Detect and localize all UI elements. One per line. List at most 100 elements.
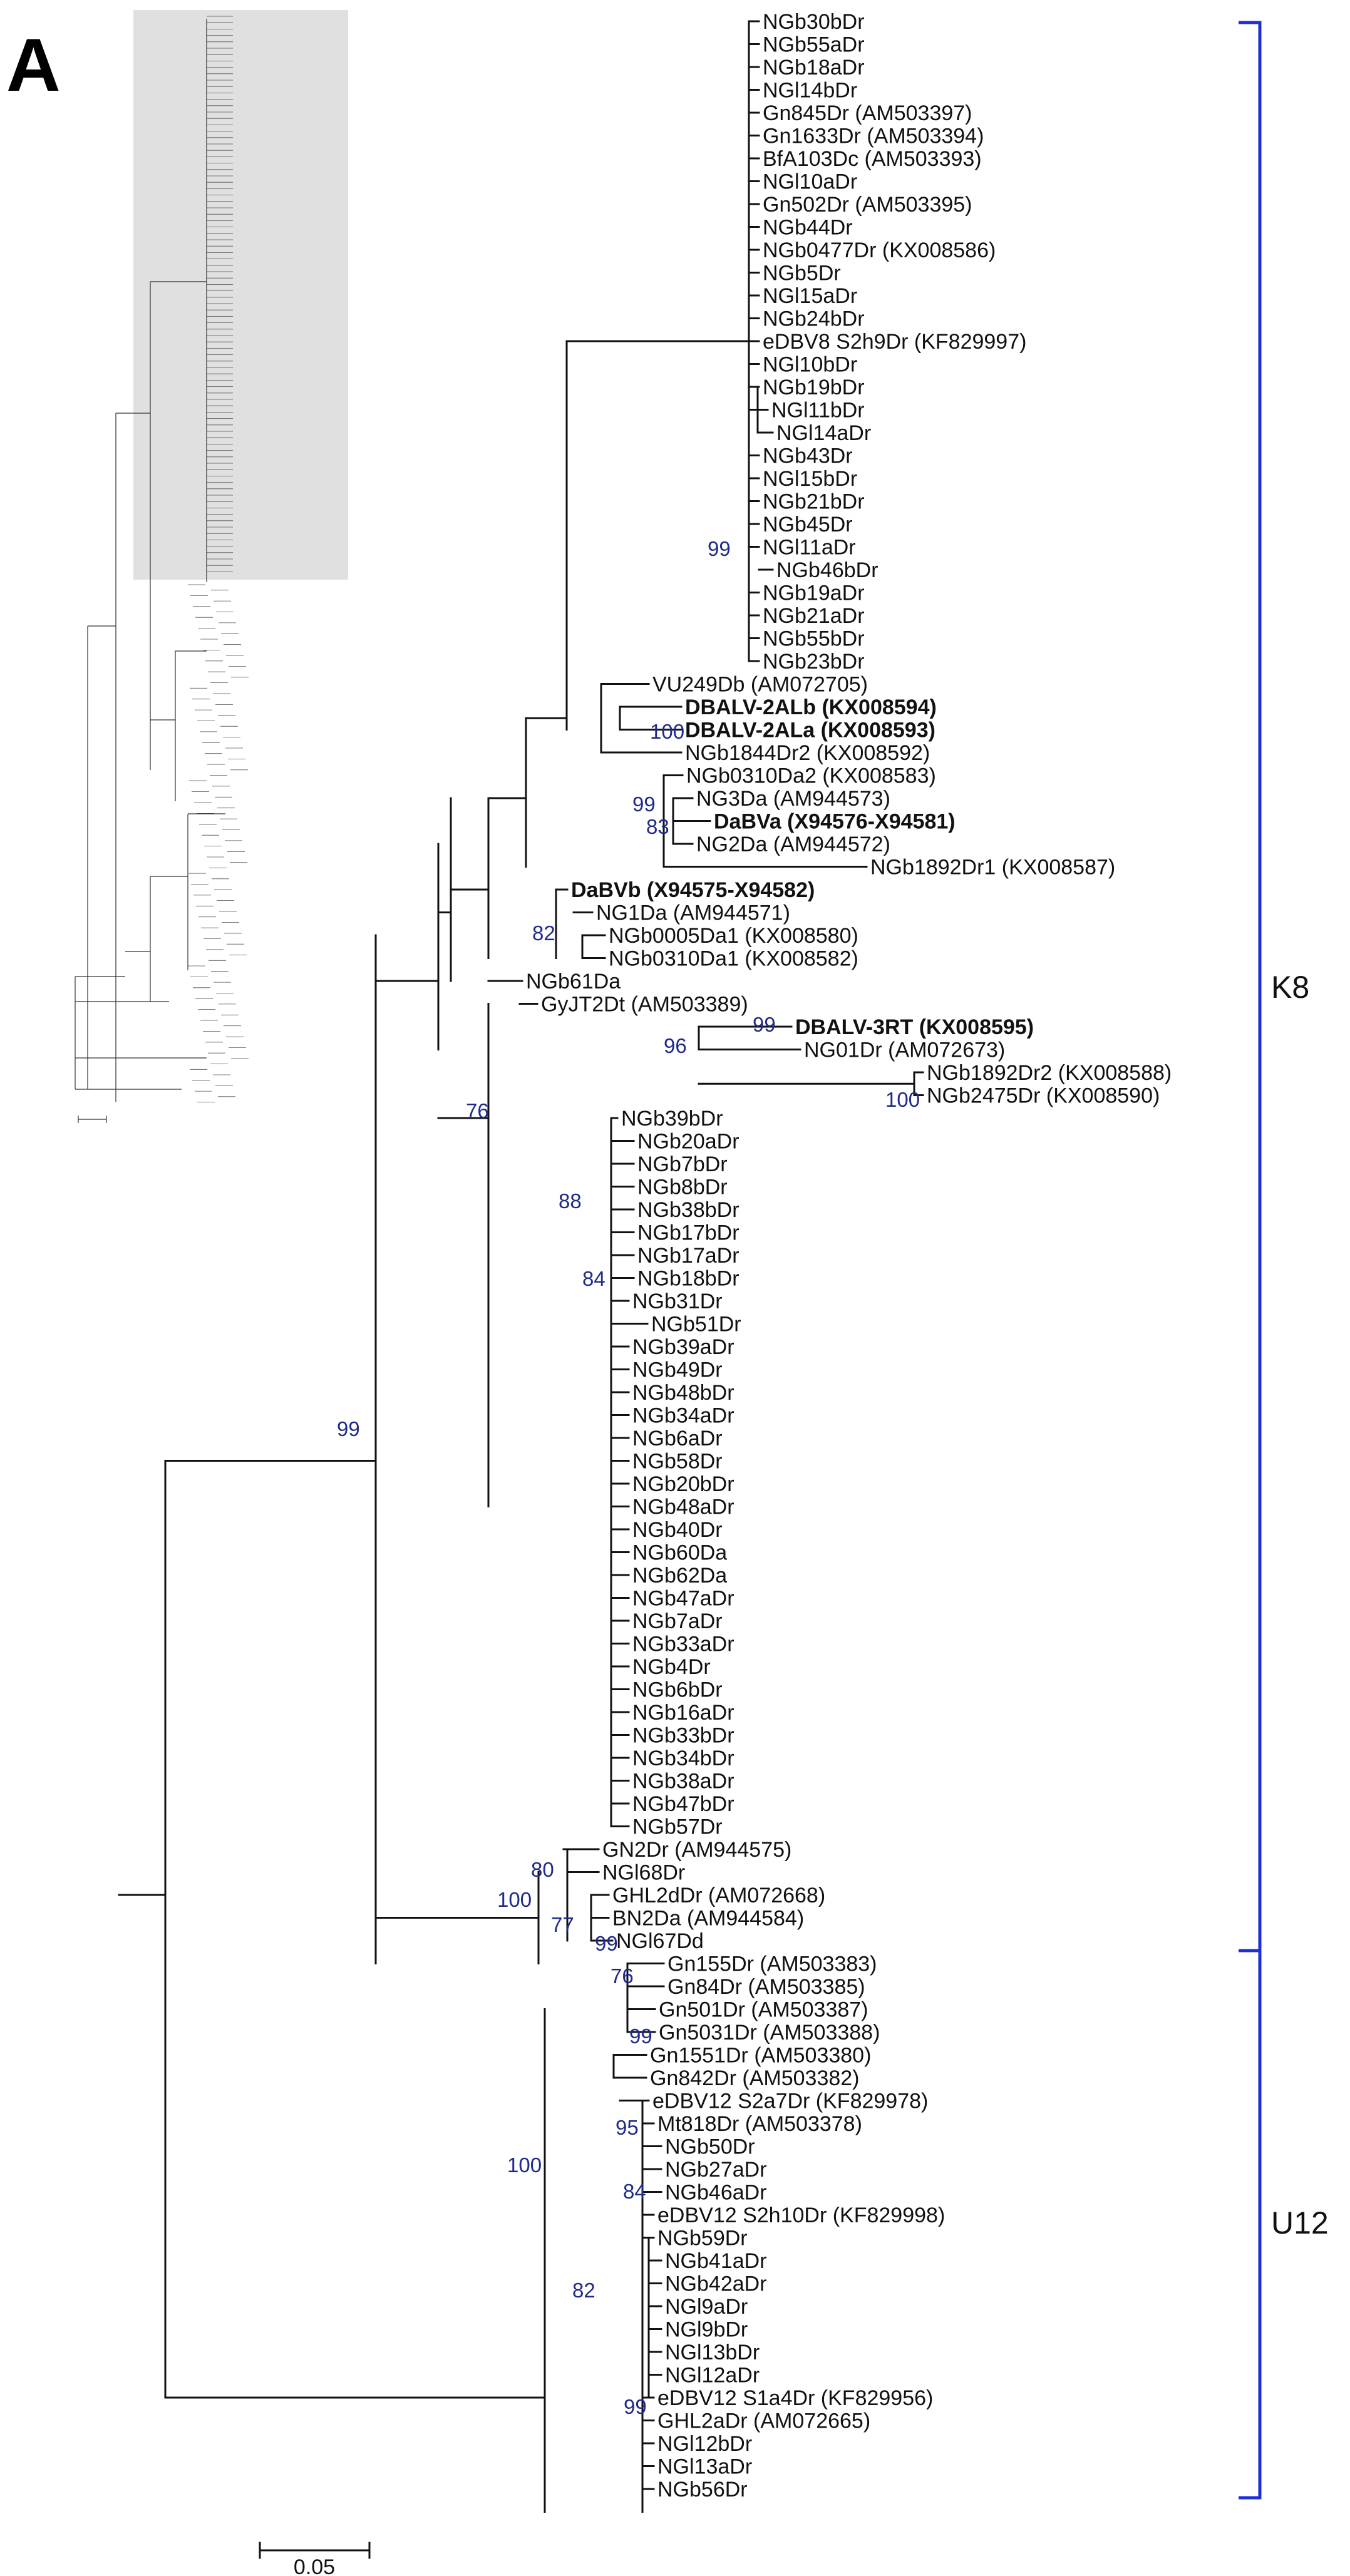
support-value: 84 [582, 1267, 605, 1290]
leaf-label: GN2Dr (AM944575) [602, 1838, 791, 1862]
leaf-label: NGb47aDr [632, 1587, 734, 1611]
leaf-label: NGb1892Dr2 (KX008588) [927, 1061, 1172, 1085]
leaf-label: NGb21aDr [763, 604, 865, 628]
leaf-label: NGl10bDr [763, 353, 857, 377]
leaf-label: Gn155Dr (AM503383) [667, 1953, 877, 1976]
leaf-label: NGb46bDr [776, 558, 879, 582]
support-value: 96 [664, 1034, 687, 1057]
leaf-label: BN2Da (AM944584) [612, 1907, 804, 1931]
leaf-label: NGb62Da [632, 1564, 727, 1588]
leaf-label: eDBV12 S2h10Dr (KF829998) [657, 2204, 945, 2227]
support-value: 100 [507, 2153, 542, 2177]
support-value: 100 [497, 1888, 532, 1911]
leaf-label: Gn501Dr (AM503387) [659, 1998, 868, 2022]
leaf-label: NGl9bDr [665, 2318, 748, 2342]
leaf-label: NGb46aDr [665, 2181, 767, 2205]
leaf-label: NGb58Dr [632, 1450, 723, 1474]
leaf-label: NGb48aDr [632, 1496, 734, 1519]
support-value: 82 [532, 921, 555, 945]
leaf-label: NGb39bDr [621, 1107, 723, 1131]
leaf-label: NGb18bDr [637, 1267, 739, 1291]
leaf-label: NGb33aDr [632, 1633, 734, 1656]
leaf-label: eDBV8 S2h9Dr (KF829997) [763, 330, 1026, 354]
leaf-label: NGl15bDr [763, 467, 857, 491]
support-value: 82 [572, 2279, 595, 2302]
leaf-label: NGb8bDr [637, 1176, 728, 1199]
leaf-label: NGb42aDr [665, 2272, 767, 2296]
leaf-label: NGb19aDr [763, 582, 865, 605]
clade-k8-bracket-line [1239, 23, 1260, 1951]
leaf-label: NGb40Dr [632, 1518, 723, 1542]
leaf-label: NGb21bDr [763, 490, 865, 514]
leaf-label: eDBV12 S2a7Dr (KF829978) [652, 2090, 928, 2113]
support-value: 77 [551, 1913, 574, 1936]
leaf-label: Gn84Dr (AM503385) [667, 1975, 865, 1999]
clade-label-u12: U12 [1271, 2205, 1329, 2240]
leaf-label: Gn1633Dr (AM503394) [763, 125, 984, 148]
leaf-label: NGb39aDr [632, 1335, 734, 1359]
support-value: 76 [611, 1964, 634, 1988]
leaf-label: NGl68Dr [602, 1861, 685, 1885]
leaf-label: NGl12aDr [665, 2364, 760, 2388]
leaf-label: DBALV-2ALa (KX008593) [685, 719, 935, 742]
leaf-label: NGb38aDr [632, 1770, 734, 1793]
support-value: 76 [466, 1099, 489, 1122]
leaf-label: NGb61Da [526, 970, 621, 993]
leaf-label: eDBV12 S1a4Dr (KF829956) [657, 2386, 933, 2410]
support-value: 80 [531, 1858, 554, 1881]
leaf-label: NGl11aDr [763, 536, 856, 560]
leaf-label: NGb23bDr [763, 650, 865, 674]
leaf-label: NGb48bDr [632, 1381, 734, 1405]
leaf-label: VU249Db (AM072705) [652, 673, 868, 697]
leaf-label: NGb50Dr [665, 2135, 755, 2159]
leaf-label: NGb6bDr [632, 1678, 723, 1702]
leaf-label: NGl10aDr [763, 170, 857, 194]
leaf-label: NGl67Dd [616, 1929, 704, 1953]
support-value: 99 [624, 2395, 647, 2418]
leaf-label: NGb1892Dr1 (KX008587) [870, 856, 1115, 880]
leaf-label: NGb0310Da2 (KX008583) [686, 764, 936, 788]
support-value: 88 [559, 1189, 582, 1213]
leaf-label: NGb5Dr [763, 262, 841, 285]
leaf-label: NGb55aDr [763, 33, 865, 57]
leaf-label: NG1Da (AM944571) [596, 901, 790, 925]
leaf-label: NGb38bDr [637, 1198, 739, 1222]
leaf-label: NGl14aDr [776, 421, 871, 445]
leaf-label: NGb17bDr [637, 1221, 739, 1245]
leaf-label: NGb56Dr [657, 2478, 748, 2502]
overview-highlight-box [133, 10, 348, 580]
leaf-label: NGb6aDr [632, 1427, 723, 1450]
leaf-label: NGb51Dr [651, 1313, 741, 1337]
leaf-label: NGb34bDr [632, 1747, 734, 1770]
leaf-label: Gn842Dr (AM503382) [650, 2066, 860, 2090]
leaf-label: NGb30bDr [763, 10, 865, 34]
overview-branch [78, 1116, 106, 1123]
scale-bar: 0.05 [260, 2543, 369, 2576]
leaf-label: GyJT2Dt (AM503389) [541, 993, 748, 1017]
leaf-label: NGb16aDr [632, 1701, 734, 1725]
leaf-label: Gn1551Dr (AM503380) [650, 2044, 871, 2068]
leaf-label: NGb44Dr [763, 216, 853, 240]
leaf-label: NGb7aDr [632, 1609, 723, 1633]
leaf-label: GHL2aDr (AM072665) [657, 2409, 870, 2433]
leaf-label: NGb33bDr [632, 1724, 734, 1748]
leaf-label: NGb60Da [632, 1541, 727, 1565]
leaf-label: NG3Da (AM944573) [696, 787, 890, 811]
leaf-label: NGb17aDr [637, 1244, 739, 1268]
leaf-label: Gn502Dr (AM503395) [763, 193, 972, 217]
leaf-label: NGb45Dr [763, 513, 853, 536]
leaf-label: NGb43Dr [763, 444, 853, 468]
support-value: 99 [595, 1932, 618, 1955]
clade-bracket-u12: U12 [1239, 1951, 1329, 2498]
support-value: 83 [646, 815, 669, 838]
leaf-label: NGl15aDr [763, 284, 857, 308]
support-value: 100 [650, 720, 684, 743]
leaf-label: NGb18aDr [763, 56, 865, 80]
leaf-label: NGl11bDr [771, 399, 865, 423]
leaf-label: NGb20bDr [632, 1472, 734, 1496]
overview-tree [75, 10, 348, 1123]
support-value: 99 [337, 1417, 360, 1440]
support-value: 99 [632, 793, 656, 816]
leaf-label: DaBVb (X94575-X94582) [571, 878, 815, 902]
